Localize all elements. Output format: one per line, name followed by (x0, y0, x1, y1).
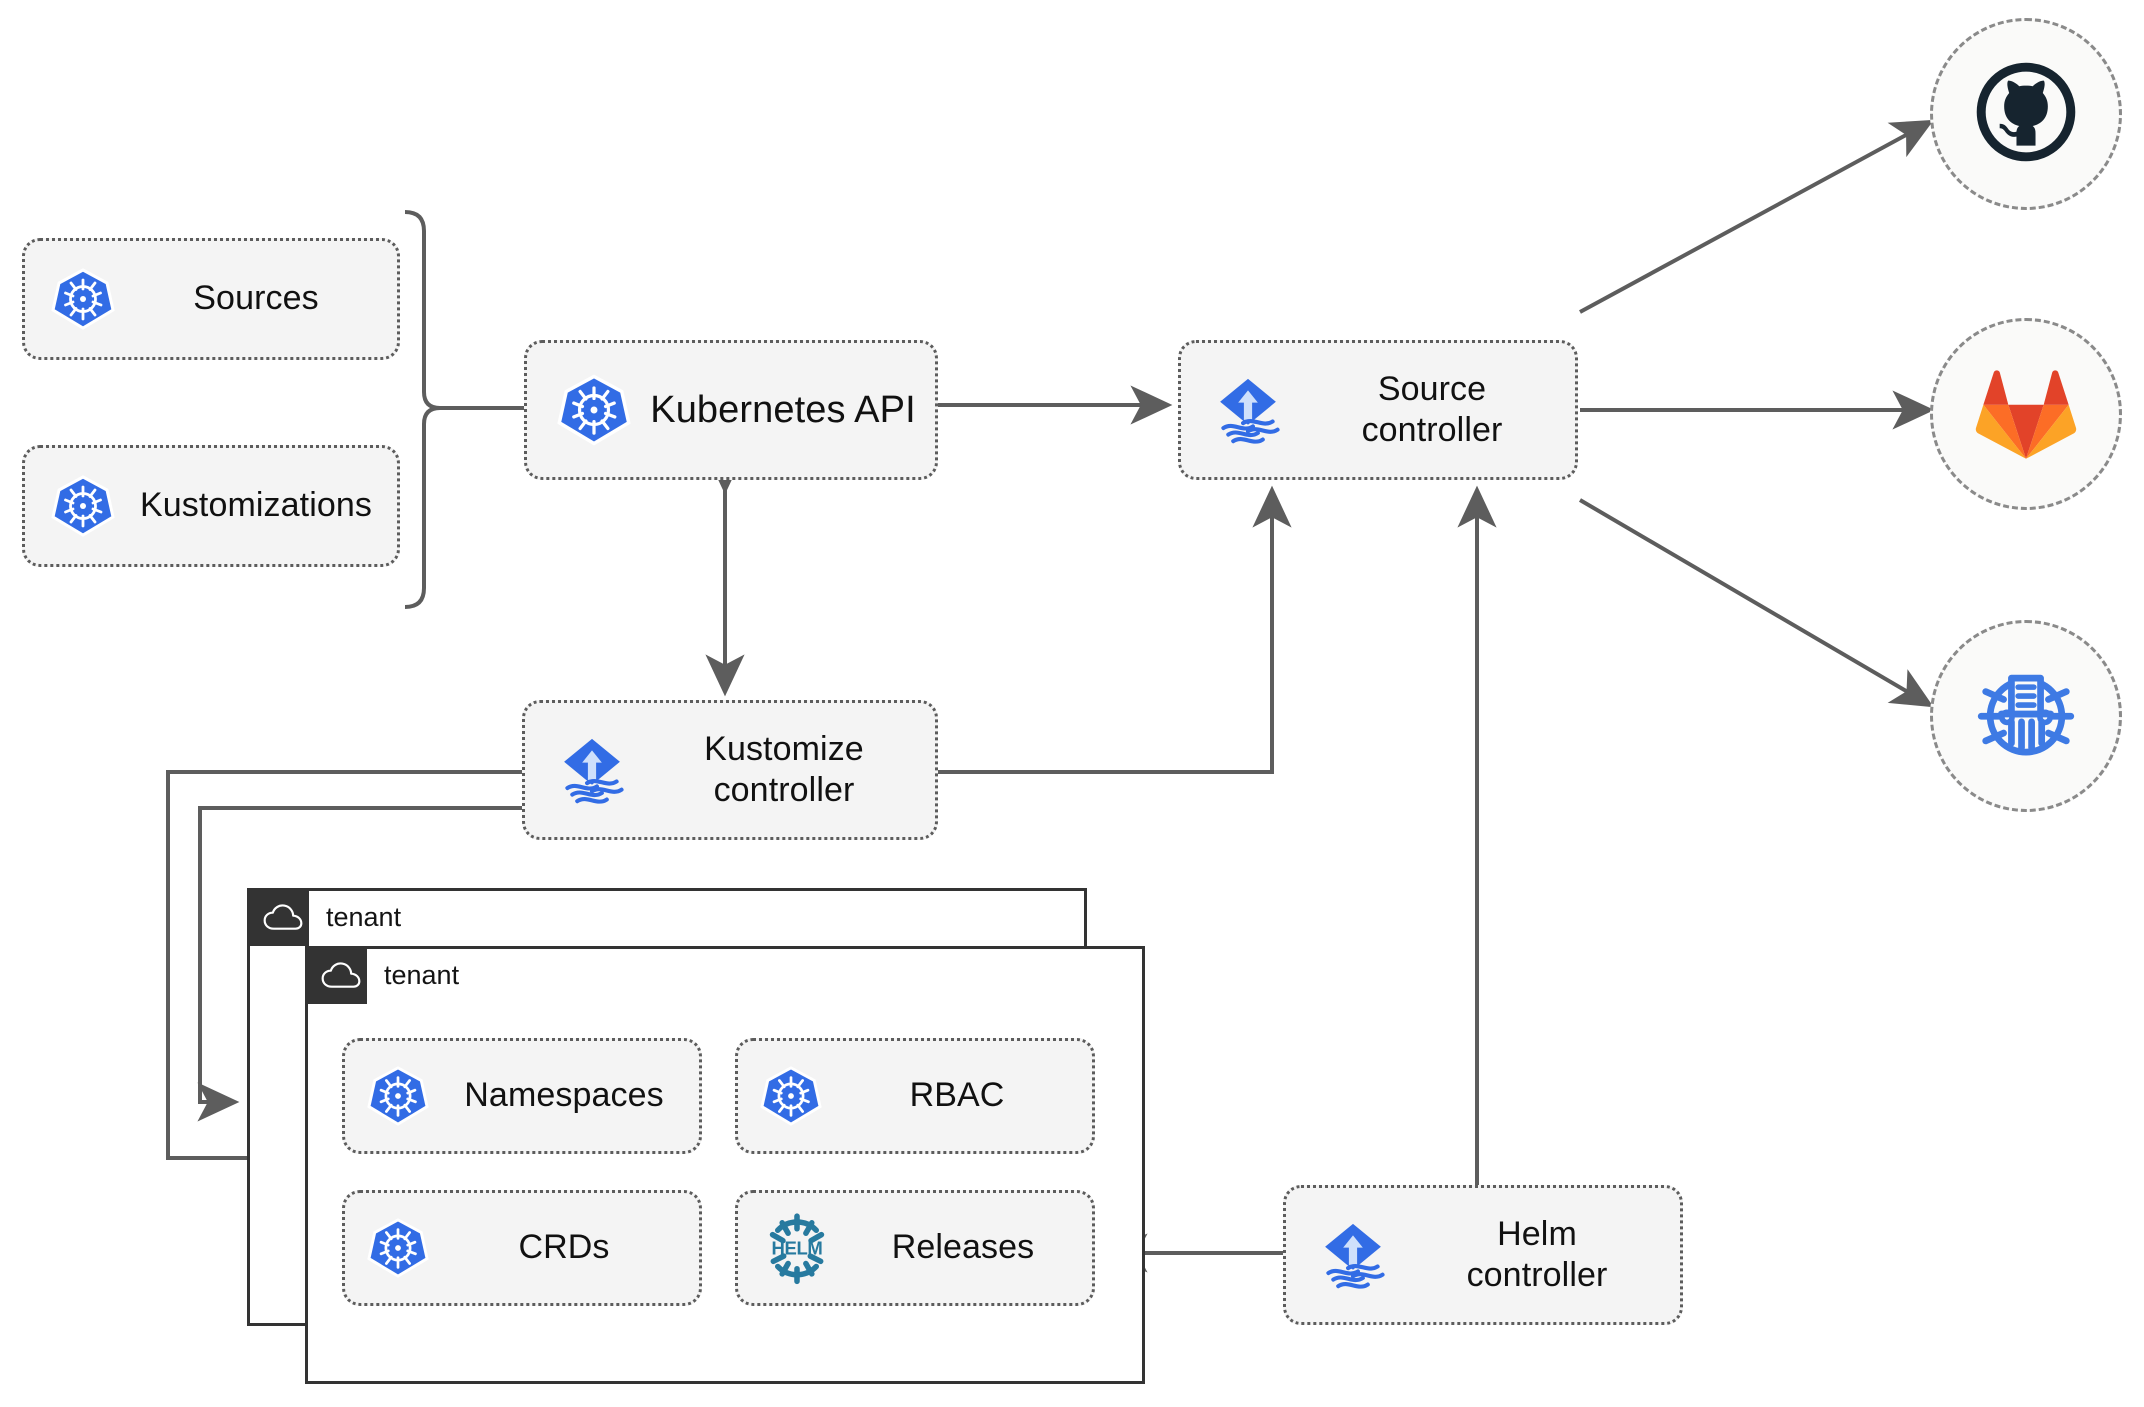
provider-github[interactable] (1930, 18, 2122, 210)
gitlab-icon (1974, 362, 2078, 467)
node-rbac-label: RBAC (909, 1076, 1005, 1115)
node-kubernetes-api[interactable]: Kubernetes API (524, 340, 938, 480)
tenant-outer-label: tenant (326, 901, 402, 932)
node-kustomize-controller[interactable]: Kustomize controller (522, 700, 938, 840)
wire-kustomize-tenant-outer (166, 770, 522, 1178)
node-namespaces-label: Namespaces (464, 1076, 664, 1115)
helm-repository-icon (1970, 658, 2082, 775)
node-sources[interactable]: Sources (22, 238, 400, 360)
node-kubernetes-api-label: Kubernetes API (650, 388, 916, 431)
node-helm-controller[interactable]: Helm controller (1283, 1185, 1683, 1325)
tenant-inner-label: tenant (384, 959, 460, 990)
github-icon (1970, 56, 2082, 173)
wire-source-helmrepo (1578, 498, 1934, 708)
svg-text:HELM: HELM (772, 1238, 823, 1259)
wire-kustomize-tenant-inner (197, 806, 522, 1122)
wire-kustomize-source (938, 485, 1292, 774)
node-releases-label: Releases (891, 1228, 1035, 1267)
node-source-controller[interactable]: Source controller (1178, 340, 1578, 480)
node-sources-label: Sources (193, 279, 319, 318)
node-crds[interactable]: CRDs (342, 1190, 702, 1306)
node-rbac[interactable]: RBAC (735, 1038, 1095, 1154)
tenant-outer-tab (247, 888, 309, 946)
provider-helm-repository[interactable] (1930, 620, 2122, 812)
node-kustomizations-label: Kustomizations (140, 486, 372, 525)
node-releases[interactable]: HELM Releases (735, 1190, 1095, 1306)
provider-gitlab[interactable] (1930, 318, 2122, 510)
kubernetes-icon (367, 1217, 429, 1279)
kubernetes-icon (51, 474, 115, 538)
node-source-controller-label: Source controller (1361, 369, 1503, 449)
kubernetes-icon (51, 267, 115, 331)
cloud-icon (261, 895, 305, 939)
helm-icon: HELM (760, 1211, 834, 1285)
node-kustomize-controller-label: Kustomize controller (704, 729, 864, 809)
kubernetes-icon (557, 373, 631, 447)
cloud-icon (319, 953, 363, 997)
kubernetes-icon (760, 1065, 822, 1127)
node-namespaces[interactable]: Namespaces (342, 1038, 702, 1154)
flux-icon (1207, 369, 1289, 451)
kubernetes-icon (367, 1065, 429, 1127)
wire-source-github (1579, 119, 1934, 314)
tenant-inner-tab (305, 946, 367, 1004)
flux-icon (1312, 1214, 1394, 1296)
node-crds-label: CRDs (518, 1228, 610, 1267)
tenant-inner[interactable]: tenant (305, 946, 1145, 1384)
flux-icon (551, 729, 633, 811)
node-helm-controller-label: Helm controller (1466, 1214, 1608, 1294)
node-kustomizations[interactable]: Kustomizations (22, 445, 400, 567)
